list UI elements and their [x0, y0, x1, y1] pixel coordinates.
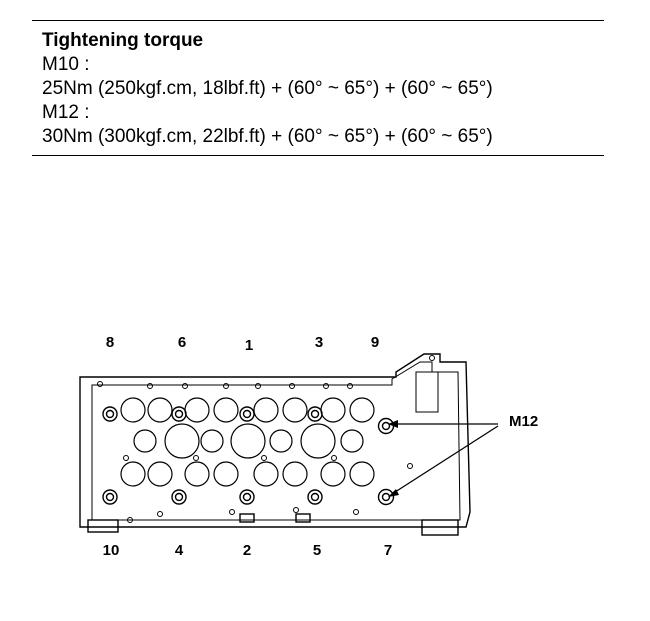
bolt-number-top-1: 8	[105, 334, 115, 351]
spec-line-m10-label: M10 :	[42, 54, 90, 75]
bolt-number-bottom-3: 2	[242, 542, 252, 559]
cylinder-head-outline	[79, 353, 471, 528]
cylinder-head-inner-frame	[91, 361, 461, 521]
upper-head-bolts	[102, 406, 395, 435]
leader-arrowhead	[388, 489, 399, 497]
bolt-number-bottom-4: 5	[312, 542, 322, 559]
lower-valve-row	[120, 461, 375, 487]
head-bolt-9	[377, 417, 395, 435]
lower-head-bolts	[102, 488, 395, 506]
spec-body: Tightening torque M10 : 25Nm (250kgf.cm,…	[32, 21, 604, 155]
bolt-number-bottom-1: 10	[102, 542, 120, 559]
bottom-tab	[87, 519, 119, 533]
torque-spec-box: Tightening torque M10 : 25Nm (250kgf.cm,…	[32, 20, 604, 156]
head-bolt-10	[102, 489, 118, 505]
bottom-tab	[239, 513, 255, 523]
head-bolt-1	[239, 406, 255, 422]
middle-chamber-row	[133, 423, 364, 459]
head-bolt-8	[102, 406, 118, 422]
head-bolt-6	[171, 406, 187, 422]
leader-arrowhead	[388, 420, 398, 428]
bolt-number-top-5: 9	[370, 334, 380, 351]
bolt-number-bottom-5: 7	[383, 542, 393, 559]
end-plate	[415, 371, 439, 413]
bolt-number-top-2: 6	[177, 334, 187, 351]
upper-valve-row	[120, 397, 375, 423]
bottom-tab	[295, 513, 311, 523]
small-holes	[97, 355, 435, 523]
head-bolt-4	[171, 489, 187, 505]
spec-line-m12-torque: 30Nm (300kgf.cm, 22lbf.ft) + (60° ~ 65°)…	[42, 126, 493, 147]
spec-line-m12-label: M12 :	[42, 102, 90, 123]
head-bolt-5	[307, 489, 323, 505]
spec-line-m10-torque: 25Nm (250kgf.cm, 18lbf.ft) + (60° ~ 65°)…	[42, 78, 493, 99]
head-bolt-2	[239, 489, 255, 505]
head-bolt-3	[307, 406, 323, 422]
bolt-number-top-4: 3	[314, 334, 324, 351]
spec-title: Tightening torque	[42, 30, 204, 51]
bottom-rule	[32, 155, 604, 156]
bottom-tab	[421, 519, 459, 536]
head-bolt-7	[377, 488, 395, 506]
bolt-number-top-3: 1	[244, 337, 254, 354]
m12-callout-label: M12	[509, 413, 539, 430]
top-rule	[32, 20, 604, 21]
m12-leader-lines	[391, 423, 499, 495]
bolt-number-bottom-2: 4	[174, 542, 184, 559]
